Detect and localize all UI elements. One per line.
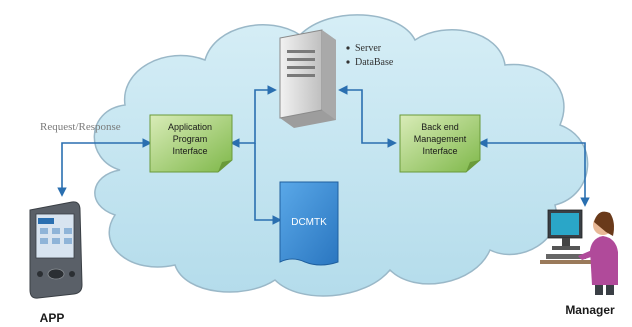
server-note-server: Server <box>355 43 382 54</box>
backend-box-line-1: Back end <box>421 122 459 132</box>
manager-person-icon <box>540 209 618 295</box>
server-icon <box>279 29 336 128</box>
pda-device-icon <box>29 201 83 299</box>
server-note-database: DataBase <box>355 57 394 68</box>
api-box-line-1: Application <box>168 122 212 132</box>
server-notes: Server DataBase <box>346 43 394 68</box>
server-dcmtk-arrow <box>254 143 282 225</box>
manager-label: Manager <box>565 303 615 317</box>
backend-manager-arrow <box>478 138 590 207</box>
api-server-arrow <box>230 85 277 148</box>
backend-box-line-3: Interface <box>422 146 457 156</box>
backend-box: Back end Management Interface <box>399 114 481 173</box>
api-box-line-2: Program <box>173 134 208 144</box>
request-response-label: Request/Response <box>40 121 121 133</box>
api-box-line-3: Interface <box>172 146 207 156</box>
app-label: APP <box>40 311 65 325</box>
connector-arrows <box>57 85 590 225</box>
api-box: Application Program Interface <box>149 114 233 173</box>
backend-box-line-2: Management <box>414 134 467 144</box>
app-api-arrow <box>57 138 152 197</box>
dcmtk-document: DCMTK <box>279 181 339 266</box>
dcmtk-label: DCMTK <box>291 217 327 228</box>
server-backend-arrow <box>338 85 397 148</box>
